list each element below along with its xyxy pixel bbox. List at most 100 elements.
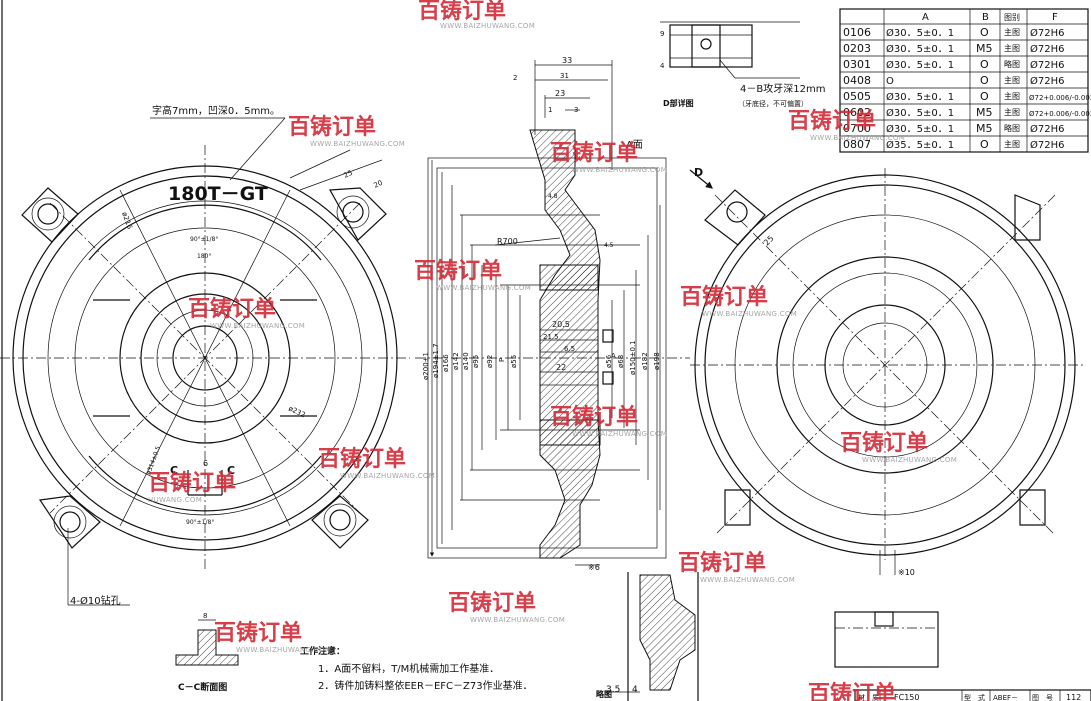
type-label: 型 式 (964, 693, 985, 701)
dia-label-right: ø68 (617, 355, 625, 368)
watermark-url: WWW.BAIZHUWANG.COM (470, 616, 565, 624)
cell-f: Ø72H6 (1030, 139, 1064, 151)
watermark: 百铸订单 WWW.BAIZHUWANG.COM (680, 284, 797, 318)
cell-b: O (980, 58, 989, 71)
cell-f: Ø72H6 (1030, 123, 1064, 135)
watermark-url: HUWANG.COM (148, 496, 202, 504)
notes-title: 工作注意： (300, 645, 345, 657)
dim-25-front: 25 (342, 169, 353, 180)
cell-code: 0602 (843, 106, 871, 119)
cc-label: C－C断面图 (178, 681, 227, 693)
cell-b: O (980, 90, 989, 103)
watermark: 百铸订单 WWW.BAIZHUWANG.COM (418, 0, 535, 30)
drawing-no-label: 图 号 (1032, 694, 1053, 701)
watermark-url: WWW.BAIZHUWANG.COM (572, 430, 667, 438)
watermark-brand: 百铸订单 (148, 470, 236, 496)
cell-a: Ø30．5±0．1 (886, 91, 954, 103)
cell-b: O (980, 26, 989, 39)
section-view (415, 60, 690, 693)
section-c-left: C (170, 464, 178, 477)
watermark: 百铸订单 WWW.BAIZHUWANG.COM (550, 140, 667, 174)
thread-note: （牙底径，不可偏置） (738, 99, 808, 108)
cell-f: Ø72H6 (1030, 75, 1064, 87)
dim-23: 23 (555, 89, 565, 98)
watermark-url: WWW.BAIZHUWANG.COM (440, 22, 535, 30)
rear-dim-25: 25 (762, 234, 776, 248)
th-f: F (1052, 12, 1058, 23)
a-face: A面 (626, 140, 643, 151)
bottom-right-detail (834, 611, 939, 668)
angle-mid: 180° (197, 253, 211, 260)
cell-a: Ø30．5±0．1 (886, 107, 954, 119)
title-block: 材 质 FC150 型 式 ABEF－ 图 号 112 (854, 689, 1091, 701)
datum-a: A (611, 352, 616, 360)
cell-code: 0700 (843, 122, 871, 135)
dia-label-right: ø150±0.1 (629, 340, 637, 375)
cell-code: 0106 (843, 26, 871, 39)
table-row: 0807 Ø35．5±0．1 O 主图 Ø72H6 (843, 138, 1064, 151)
watermark-brand: 百铸订单 (808, 681, 896, 701)
dim-20-front: 20 (372, 179, 383, 190)
th-fig: 图别 (1004, 13, 1020, 22)
table-row: 0505 Ø30．5±0．1 O 主图 Ø72+0.006/-0.003 (843, 90, 1091, 103)
th-a: A (922, 12, 929, 23)
cell-a: Ø30．5±0．1 (886, 43, 954, 55)
r700: R700 (497, 237, 518, 246)
dim-21-5: 21.5 (543, 333, 559, 341)
cell-fig: 略图 (1004, 123, 1020, 133)
thread-spec: 4－B攻牙深12mm (740, 82, 825, 95)
dia-label-left: ø200±1 (422, 352, 430, 380)
cell-fig: 主图 (1004, 107, 1020, 117)
dia-label-left: ø92 (486, 355, 494, 368)
watermark: 百铸订单 WWW.BAIZHUWANG.COM (678, 550, 795, 584)
cell-a: O (886, 76, 894, 87)
watermark-brand: 百铸订单 (414, 258, 502, 284)
cell-code: 0408 (843, 74, 871, 87)
watermark-brand: 百铸订单 (418, 0, 506, 24)
cell-fig: 略图 (1004, 59, 1020, 69)
watermark-url: WWW.BAIZHUWANG.COM (310, 140, 405, 148)
variant-table: A B 图别 F 0106 Ø30．5±0．1 O 主图 Ø72H6 0203 … (839, 8, 1091, 153)
cell-a: Ø35．5±0．1 (886, 139, 954, 151)
rear-view (689, 168, 1085, 575)
dim-4-5: 4.5 (604, 242, 614, 249)
dia-label-left: ø95 (472, 355, 480, 368)
watermark-brand: 百铸订单 (318, 446, 406, 472)
angle-bottom: 90°±1/8° (186, 519, 214, 526)
cell-code: 0203 (843, 42, 871, 55)
dim-33: 33 (562, 56, 572, 65)
dia-label-left: ø142 (452, 352, 460, 370)
cell-a: Ø30．5±0．1 (886, 27, 954, 39)
left-dia-labels: ø200±1 ø194±1.7 ø166 ø142 ø140 ø95 ø92 P… (422, 343, 518, 380)
cell-fig: 主图 (1004, 27, 1020, 37)
watermark: 百铸订单 WWW.BAIZHUWANG.COM (414, 258, 531, 292)
watermark: 百铸订单 WWW.BAIZHUWANG.COM (788, 108, 905, 142)
watermark: 百铸订单 WWW.BAIZHUWANG.COM (840, 430, 957, 464)
watermark-url: WWW.BAIZHUWANG.COM (340, 472, 435, 480)
watermark: 百铸订单 WWW.BAIZHUWANG.COM (214, 620, 331, 654)
watermark-brand: 百铸订单 (214, 620, 302, 646)
dia-label-left: ø166 (442, 354, 450, 372)
lug-top-right (329, 187, 387, 241)
lug-bottom-left (38, 495, 101, 549)
right-dia-labels: ø56 ø68 ø150±0.1 ø182 ø198 (605, 340, 661, 375)
detail-d (660, 21, 800, 79)
dia-label-left: ø140 (462, 352, 470, 370)
cell-b: M5 (976, 42, 993, 55)
dia-232: ø232 (287, 405, 306, 420)
sketch-detail (627, 572, 699, 701)
section-cc (175, 619, 239, 666)
cell-fig: 主图 (1004, 139, 1020, 149)
watermark-url: WWW.BAIZHUWANG.COM (702, 310, 797, 318)
watermark-brand: 百铸订单 (840, 430, 928, 456)
table-row: 0106 Ø30．5±0．1 O 主图 Ø72H6 (843, 26, 1064, 39)
dim-6-front: 6 (203, 459, 208, 468)
table-row: 0301 Ø30．5±0．1 O 略图 Ø72H6 (843, 58, 1064, 71)
watermark-brand: 百铸订单 (550, 404, 638, 430)
part-number-emboss: 180T－GT (168, 183, 268, 205)
cell-b: M5 (976, 122, 993, 135)
dim-22: 22 (556, 363, 566, 372)
watermark-brand: 百铸订单 (550, 140, 638, 166)
watermark-url: WWW.BAIZHUWANG.COM (236, 646, 331, 654)
